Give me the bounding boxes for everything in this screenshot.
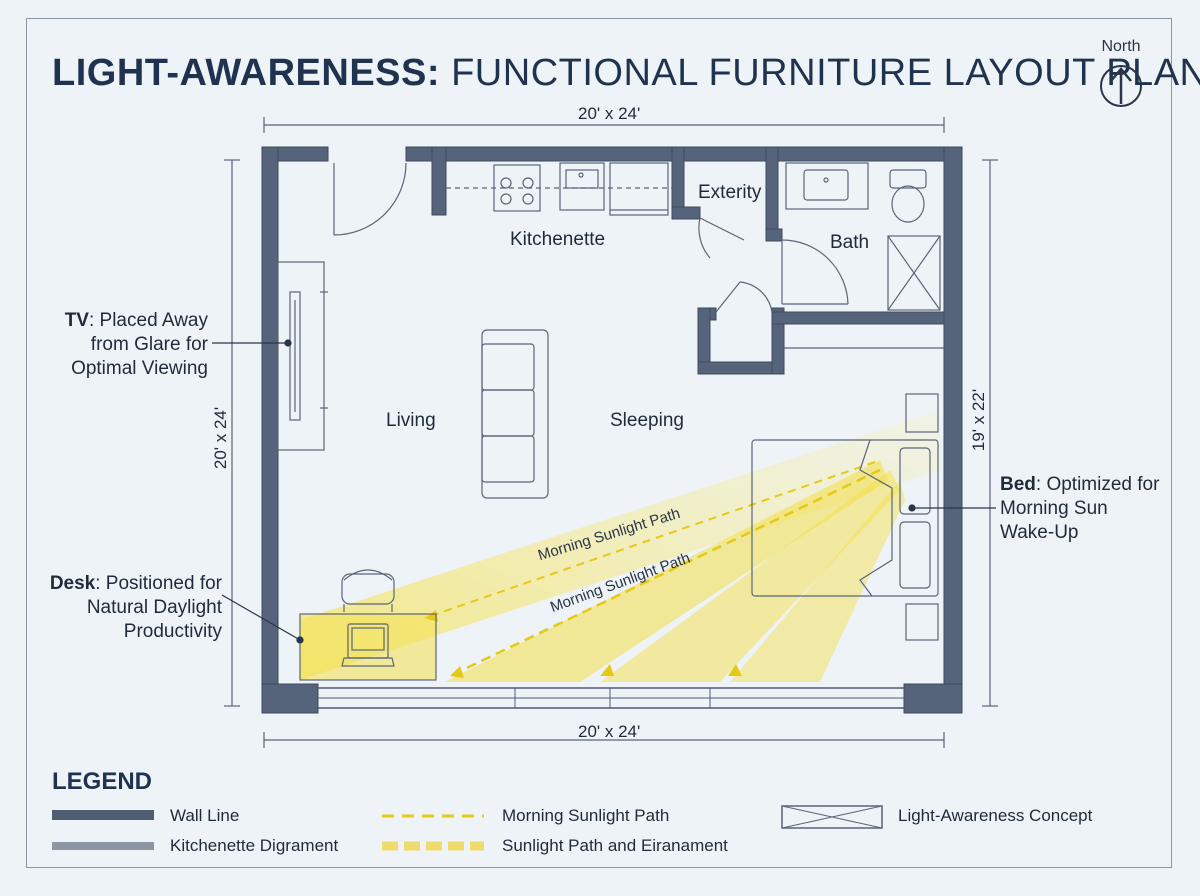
- note-bed-line2: Morning Sun: [1000, 498, 1108, 519]
- north-arrow-icon: [1100, 65, 1142, 107]
- desk: [299, 569, 437, 681]
- legend-morning-sunlight: Morning Sunlight Path: [502, 806, 670, 825]
- note-bed-line3: Wake-Up: [1000, 522, 1079, 543]
- note-desk-line3: Productivity: [123, 621, 222, 642]
- note-tv: TV: Placed Away from Glare for Optimal V…: [40, 309, 208, 381]
- drawing-frame: [26, 18, 1172, 868]
- dimension-right: 19' x 22': [969, 388, 988, 452]
- note-tv-bold: TV: [64, 310, 89, 331]
- bath-fixtures: [784, 162, 944, 349]
- legend-kitchenette: Kitchenette Digrament: [170, 836, 339, 855]
- note-desk: Desk: Positioned for Natural Daylight Pr…: [30, 572, 222, 644]
- kitchenette-counter: [446, 162, 672, 216]
- note-desk-line1: : Positioned for: [95, 573, 222, 594]
- dimension-lines: [224, 117, 998, 748]
- note-tv-line1: : Placed Away: [88, 310, 208, 331]
- room-exterity: Exterity: [698, 182, 762, 203]
- sunlight-beams: [300, 410, 940, 682]
- entry-door: [333, 162, 407, 236]
- closet-doors: [698, 217, 849, 313]
- note-tv-line2: from Glare for: [90, 334, 208, 355]
- north-label: North: [1101, 38, 1141, 55]
- dimension-bottom: 20' x 24': [578, 722, 641, 741]
- room-sleeping: Sleeping: [610, 410, 684, 431]
- callout-lines: [212, 339, 996, 644]
- room-kitchenette: Kitchenette: [510, 229, 606, 250]
- legend-wall-line: Wall Line: [170, 806, 240, 825]
- legend-title: LEGEND: [52, 768, 153, 795]
- sofa: [481, 329, 549, 499]
- bed: [751, 393, 939, 641]
- legend-light-awareness: Light-Awareness Concept: [898, 806, 1093, 825]
- title-bold: LIGHT-AWARENESS:: [52, 52, 441, 94]
- note-desk-line2: Natural Daylight: [86, 597, 222, 618]
- legend-swatches: [52, 805, 883, 851]
- note-tv-line3: Optimal Viewing: [71, 358, 208, 379]
- exterior-walls: [261, 146, 963, 714]
- dimension-left: 20' x 24': [211, 406, 230, 470]
- note-bed: Bed: Optimized for Morning Sun Wake-Up: [1000, 473, 1180, 545]
- room-bath: Bath: [830, 232, 870, 253]
- note-bed-line1: : Optimized for: [1035, 474, 1160, 495]
- page-title: LIGHT-AWARENESS: FUNCTIONAL FURNITURE LA…: [52, 52, 1200, 95]
- south-window: [318, 687, 904, 709]
- legend-sunlight-path: Sunlight Path and Eiranament: [502, 836, 728, 855]
- note-desk-bold: Desk: [49, 573, 96, 594]
- tv-unit: [277, 261, 328, 451]
- title-rest: FUNCTIONAL FURNITURE LAYOUT PLAN: [451, 52, 1200, 94]
- note-bed-bold: Bed: [1000, 474, 1036, 495]
- dimension-top: 20' x 24': [578, 104, 641, 123]
- room-living: Living: [386, 410, 436, 431]
